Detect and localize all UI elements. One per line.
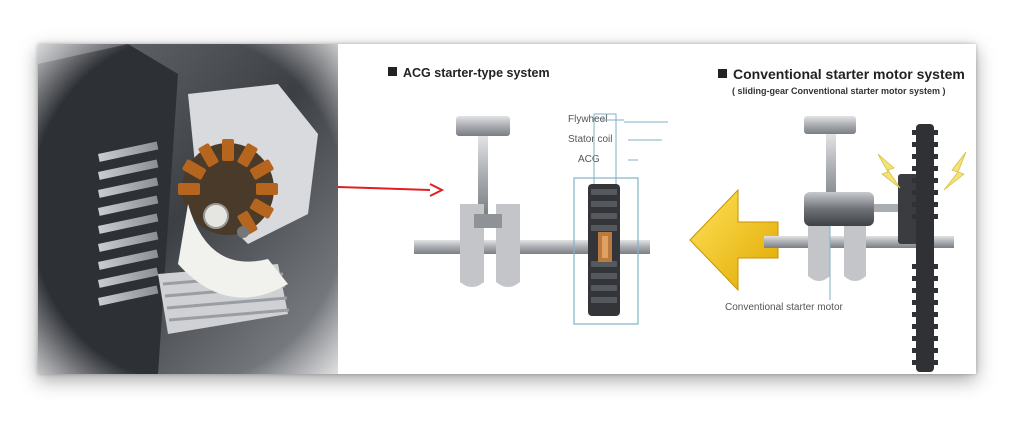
acg-system-title: ACG starter-type system: [388, 66, 550, 80]
conventional-system-title: Conventional starter motor system: [718, 66, 965, 82]
engine-photo: [38, 44, 338, 374]
conventional-starter-motor-label: Conventional starter motor: [725, 302, 843, 313]
flywheel-label: Flywheel: [568, 114, 608, 125]
schematic-diagram: [338, 113, 967, 372]
conventional-system-title-text: Conventional starter motor system: [733, 66, 965, 82]
diagram-card: ACG starter-type system Conventional sta…: [38, 44, 976, 374]
conventional-system-subtitle: ( sliding-gear Conventional starter moto…: [732, 86, 946, 96]
bullet-square-icon: [388, 67, 397, 76]
bullet-square-icon: [718, 69, 727, 78]
conventional-system-schematic: [764, 116, 967, 372]
stator-coil-label: Stator coil: [568, 134, 613, 145]
acg-system-title-text: ACG starter-type system: [403, 66, 550, 80]
acg-label: ACG: [578, 154, 600, 165]
pointer-arrow: [338, 183, 445, 197]
acg-system-schematic: [414, 113, 668, 325]
lightning-icon: [877, 151, 967, 191]
